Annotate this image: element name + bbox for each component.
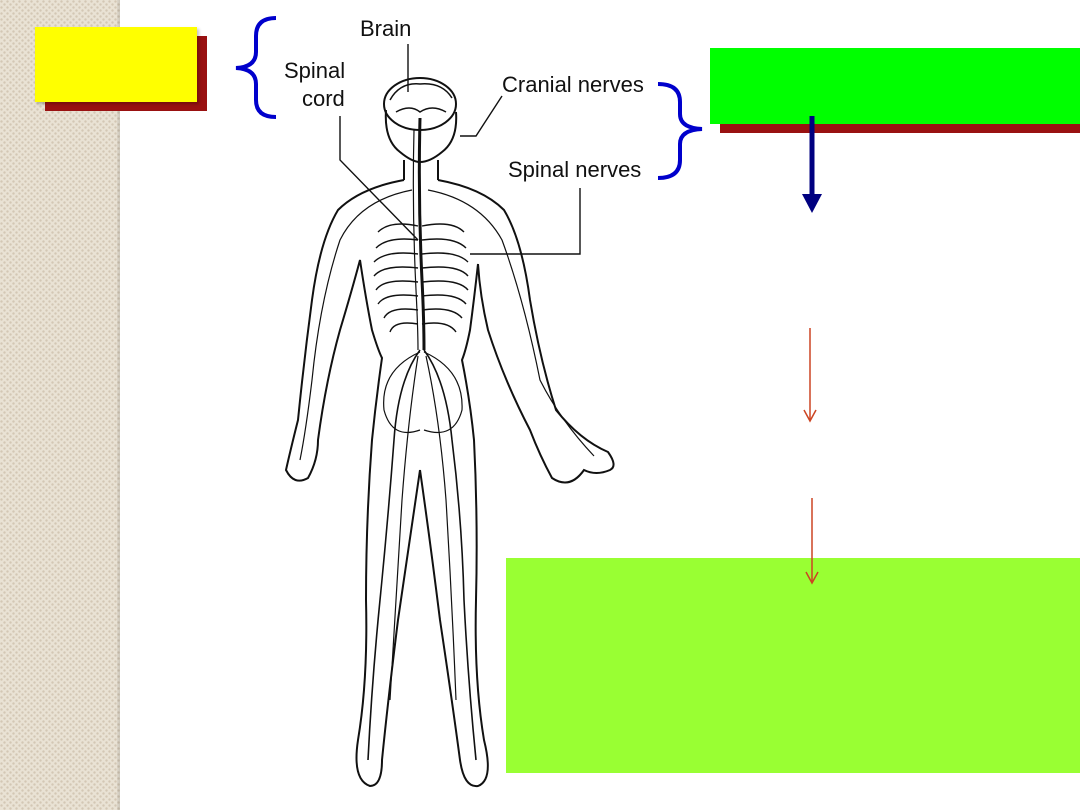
decorative-side-strip [0,0,120,810]
label-brain: Brain [360,16,411,41]
label-cranial-nerves: Cranial nerves [502,72,644,97]
yellow-label-box [35,27,197,102]
label-spinal-cord-line1: Spinal [284,58,345,83]
cns-bracket [235,16,277,119]
leader-lines [339,44,581,255]
label-spinal-nerves: Spinal nerves [508,157,641,182]
pns-bracket [657,82,703,180]
lime-text-box [506,558,1080,773]
human-body-illustration [284,77,615,788]
down-arrow-thin-1 [803,328,817,423]
down-arrow-thin-2 [805,498,819,585]
down-arrow-thick [802,116,822,213]
label-spinal-cord-line2: cord [302,86,345,111]
green-label-box [710,48,1080,124]
